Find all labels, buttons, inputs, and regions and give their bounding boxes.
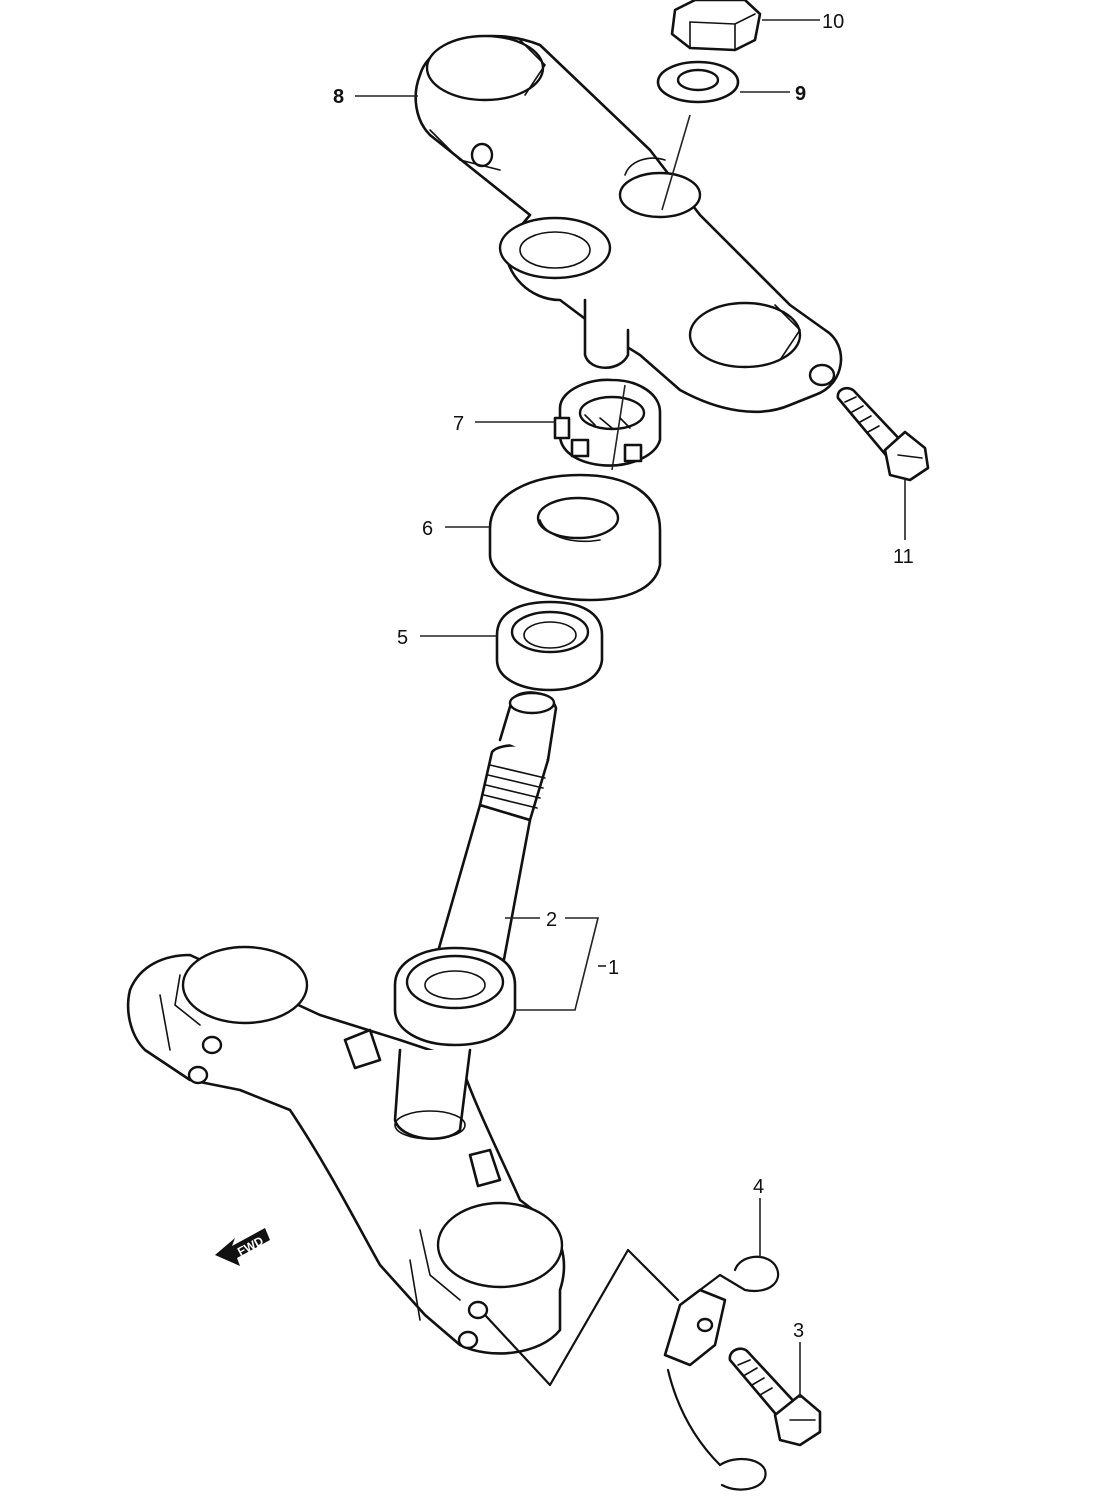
bolt-part-3 <box>728 1347 822 1447</box>
upper-bracket <box>414 34 843 414</box>
upper-stem-hole <box>618 171 702 219</box>
bolt-part-11 <box>836 386 930 482</box>
steering-stem-nut-part-7 <box>553 378 662 467</box>
upper-right-fork-hole <box>688 301 802 369</box>
callout-10: 10 <box>822 11 844 33</box>
callout-9: 9 <box>795 83 806 105</box>
upper-boss <box>498 216 612 280</box>
lower-right-fork-hole <box>436 1201 564 1289</box>
callout-8: 8 <box>333 86 344 108</box>
callout-11: 11 <box>893 546 914 568</box>
hose-guide-part-4 <box>663 1255 780 1491</box>
lower-bracket-and-stem-part-1 <box>126 691 566 1355</box>
dust-seal-part-6 <box>488 473 662 602</box>
callout-1: 1 <box>608 957 619 979</box>
washer-part-9 <box>656 60 740 104</box>
leader-lines <box>355 19 906 1398</box>
lower-left-fork-hole <box>181 945 309 1025</box>
callout-5: 5 <box>397 627 408 649</box>
callout-4: 4 <box>753 1176 764 1198</box>
callout-labels: 8 9 10 7 6 5 11 2 1 4 3 <box>333 11 914 1342</box>
nut-part-10 <box>670 0 762 52</box>
callout-6: 6 <box>422 518 433 540</box>
callout-7: 7 <box>453 413 464 435</box>
hose-routing-line <box>483 1248 680 1387</box>
bearing-part-5 <box>495 600 604 692</box>
callout-2: 2 <box>546 909 557 931</box>
forward-direction-arrow: FWD <box>215 1228 270 1266</box>
callout-3: 3 <box>793 1320 804 1342</box>
